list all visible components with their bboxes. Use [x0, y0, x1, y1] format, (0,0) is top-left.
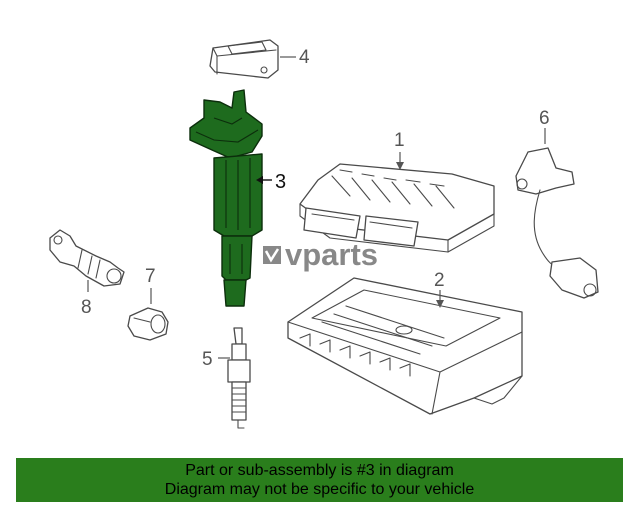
part-2-control-module[interactable]	[287, 277, 523, 415]
callout-2: 2	[434, 270, 445, 291]
watermark-text: vparts	[285, 237, 379, 272]
vparts-logo-icon	[263, 246, 281, 264]
footer-line-2: Diagram may not be specific to your vehi…	[164, 481, 475, 498]
part-5-spark-plug[interactable]	[227, 327, 251, 429]
exploded-parts-diagram: 4 3 1 6 8	[49, 39, 599, 429]
callout-1: 1	[394, 130, 405, 151]
part-3-ignition-coil[interactable]	[189, 89, 263, 307]
leader-1-arrowhead	[396, 162, 404, 170]
part-4-module[interactable]	[209, 39, 279, 79]
part-1-ecu[interactable]	[299, 163, 495, 253]
part-8-sensor[interactable]	[49, 229, 125, 287]
callout-8: 8	[81, 297, 92, 318]
callout-3: 3	[275, 171, 286, 193]
part-6-sensor[interactable]	[515, 147, 599, 299]
leader-2-arrowhead	[436, 300, 444, 308]
callout-4: 4	[299, 47, 310, 68]
leader-3-arrowhead	[256, 176, 263, 184]
part-7-sensor[interactable]	[127, 307, 169, 341]
footer-line-1: Part or sub-assembly is #3 in diagram	[185, 462, 454, 479]
callout-5: 5	[202, 349, 213, 370]
callout-6: 6	[539, 108, 550, 129]
vparts-watermark: vparts	[262, 237, 379, 272]
callout-7: 7	[145, 266, 156, 287]
footer-banner: Part or sub-assembly is #3 in diagram Di…	[16, 458, 623, 502]
